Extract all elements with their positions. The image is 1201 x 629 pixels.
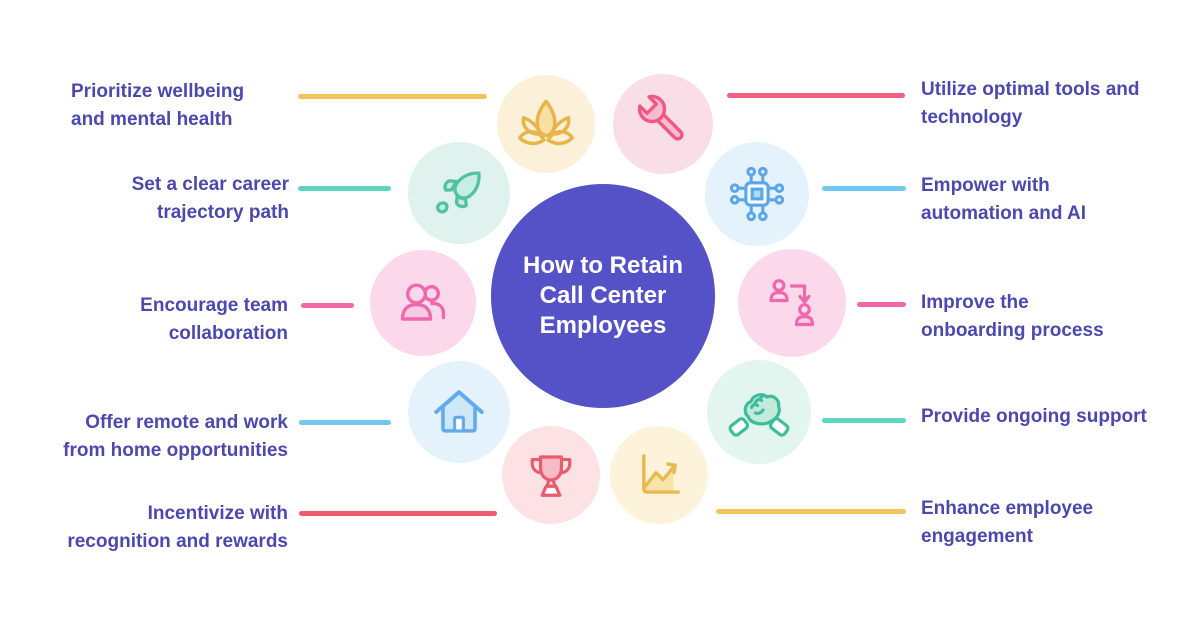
label-line: Improve the [921, 292, 1029, 313]
bubble-automation [705, 142, 809, 246]
label-line: Utilize optimal tools and [921, 79, 1140, 100]
label-line: recognition and rewards [67, 531, 288, 552]
bubble-engagement [610, 426, 708, 524]
onboarding-icon [769, 279, 815, 327]
bubble-onboarding [738, 249, 846, 357]
lotus-icon [517, 99, 575, 146]
connector-career [298, 186, 391, 191]
bubble-career [408, 142, 510, 244]
label-line: Encourage team [140, 295, 288, 316]
label-career: Set a clear career trajectory path [60, 171, 289, 227]
label-line: trajectory path [157, 202, 289, 223]
connector-onboarding [857, 302, 906, 307]
bubble-support [707, 360, 811, 464]
wrench-icon [637, 94, 684, 141]
label-engagement: Enhance employee engagement [921, 495, 1183, 551]
bubble-remote [408, 361, 510, 463]
label-line: and mental health [71, 109, 233, 130]
label-onboarding: Improve the onboarding process [921, 289, 1183, 345]
connector-automation [822, 186, 906, 191]
label-line: collaboration [168, 323, 288, 344]
label-wellbeing: Prioritize wellbeing and mental health [71, 78, 296, 134]
connector-incentivize [299, 511, 497, 516]
connector-engagement [716, 509, 906, 514]
label-automation: Empower with automation and AI [921, 172, 1183, 228]
center-title-line: Employees [539, 312, 667, 339]
connector-tools [727, 93, 905, 98]
connector-wellbeing [298, 94, 487, 99]
connector-remote [299, 420, 391, 425]
bubble-tools [613, 74, 713, 174]
center-title-circle: How to Retain Call Center Employees [491, 184, 715, 408]
center-title-line: Call Center [539, 282, 667, 309]
bubble-wellbeing [497, 75, 595, 173]
bubble-team [370, 250, 476, 356]
label-support: Provide ongoing support [921, 403, 1196, 431]
label-line: technology [921, 107, 1023, 128]
bubble-incentivize [502, 426, 600, 524]
label-tools: Utilize optimal tools and technology [921, 76, 1191, 132]
label-line: Incentivize with [147, 503, 288, 524]
label-line: Set a clear career [131, 174, 289, 195]
connector-team [301, 303, 354, 308]
label-line: engagement [921, 526, 1033, 547]
chart-icon [642, 454, 680, 494]
label-line: Enhance employee [921, 498, 1094, 519]
handshake-icon [728, 393, 790, 437]
label-line: Empower with [921, 175, 1050, 196]
chip-icon [729, 166, 785, 222]
label-line: Provide ongoing support [921, 406, 1147, 427]
center-title-line: How to Retain [523, 252, 683, 279]
label-remote: Offer remote and work from home opportun… [30, 409, 288, 465]
rocket-icon [436, 171, 481, 214]
trophy-icon [530, 455, 572, 497]
label-line: from home opportunities [63, 440, 288, 461]
label-incentivize: Incentivize with recognition and rewards [30, 500, 288, 556]
label-line: automation and AI [921, 203, 1087, 224]
label-line: Prioritize wellbeing [71, 81, 245, 102]
label-team: Encourage team collaboration [60, 292, 288, 348]
label-line: Offer remote and work [85, 412, 288, 433]
people-icon [400, 283, 446, 321]
label-line: onboarding process [921, 320, 1104, 341]
connector-support [822, 418, 906, 423]
house-icon [434, 390, 484, 433]
